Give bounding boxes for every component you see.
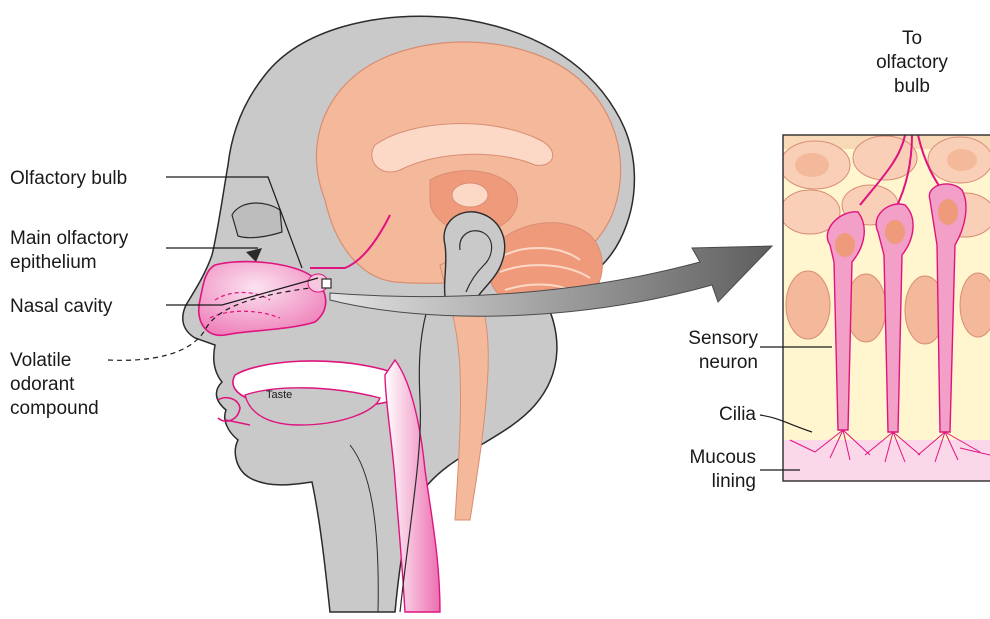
label-main-epithelium-1: Main olfactory	[10, 228, 129, 249]
head-illustration	[183, 16, 635, 612]
label-volatile-1: Volatile	[10, 350, 71, 371]
label-to-bulb-2: olfactory	[876, 52, 948, 73]
label-to-bulb-3: bulb	[894, 76, 930, 97]
support-cell	[786, 271, 830, 339]
label-mucous-1: Mucous	[689, 447, 756, 468]
eye-region	[232, 203, 282, 238]
label-to-bulb-1: To	[902, 28, 922, 49]
support-cell-nucleus	[947, 149, 977, 171]
label-sensory-2: neuron	[699, 352, 758, 373]
label-taste: Taste	[266, 389, 292, 401]
midbrain-detail	[452, 183, 488, 207]
tissue-panel	[780, 135, 990, 481]
label-mucous-2: lining	[712, 471, 756, 492]
epithelium-marker-box	[322, 279, 331, 288]
label-main-epithelium-2: epithelium	[10, 252, 97, 273]
mucous-layer	[783, 440, 990, 481]
label-volatile-2: odorant	[10, 374, 75, 395]
label-sensory-1: Sensory	[688, 328, 758, 349]
label-cilia: Cilia	[719, 404, 756, 425]
label-volatile-3: compound	[10, 398, 99, 419]
label-nasal-cavity: Nasal cavity	[10, 296, 113, 317]
support-cell-nucleus	[795, 153, 829, 177]
label-olfactory-bulb: Olfactory bulb	[10, 168, 127, 189]
